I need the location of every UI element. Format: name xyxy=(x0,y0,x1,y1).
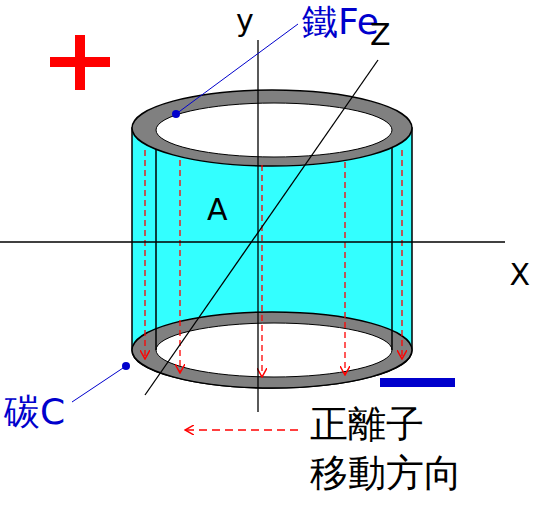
material-label: 碳C xyxy=(4,392,65,432)
axis-label: X xyxy=(509,258,530,291)
axis-label: Z xyxy=(370,18,391,51)
note-text: 正離子 移動方向 xyxy=(310,400,500,499)
material-label: 鐵Fe xyxy=(302,2,379,42)
point-label: A xyxy=(207,193,228,226)
axis-label: y xyxy=(236,4,254,37)
